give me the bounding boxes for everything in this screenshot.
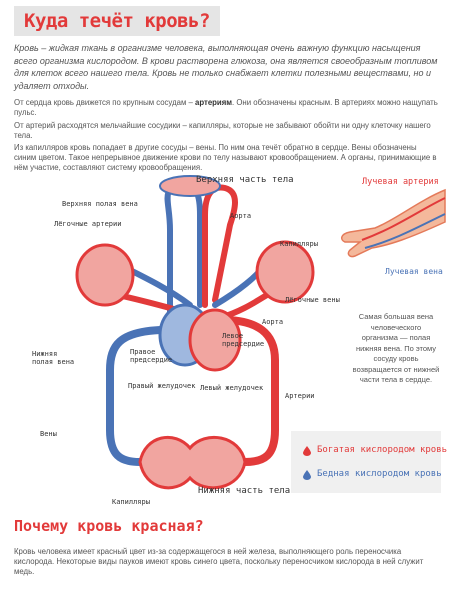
label-veins: Вены <box>40 430 57 438</box>
aorta-upper <box>202 184 238 308</box>
label-right-atrium: Правое предсердие <box>130 348 173 364</box>
paragraph-arteries: От сердца кровь движется по крупным сосу… <box>14 98 438 117</box>
lung-left <box>75 243 135 307</box>
blue-drop-icon <box>303 470 311 480</box>
label-capillaries-top: Капилляры <box>280 240 318 248</box>
bottom-paragraph: Кровь человека имеет красный цвет из-за … <box>14 547 424 576</box>
label-upper-body: Верхняя часть тела <box>196 175 294 185</box>
section-title: Почему кровь красная? <box>14 517 204 535</box>
red-drop-icon <box>303 446 311 456</box>
radial-vein-line <box>364 213 446 249</box>
capillaries-upper-body <box>159 175 221 197</box>
paragraph-capillaries: От артерий расходятся мельчайшие сосудик… <box>14 121 431 140</box>
label-arteries: Артерии <box>285 392 315 400</box>
heart-left-side <box>188 308 242 372</box>
paragraph-veins: Из капилляров кровь попадает в другие со… <box>14 143 437 172</box>
arm-illustration <box>341 188 446 258</box>
label-right-ventricle: Правый желудочек <box>128 382 196 390</box>
page-title: Куда течёт кровь? <box>14 6 220 36</box>
artery-right-loop <box>211 315 279 466</box>
label-aorta-top: Аорта <box>230 212 252 220</box>
intro-paragraph: Кровь – жидкая ткань в организме человек… <box>14 43 438 91</box>
legend: Богатая кислородом кровь Бедная кислород… <box>291 431 447 493</box>
side-note: Самая большая вена человеческого организ… <box>352 312 440 384</box>
label-radial-artery: Лучевая артерия <box>362 177 439 187</box>
label-pulmonary-arteries: Лёгочные артерии <box>54 220 122 228</box>
label-radial-vein: Лучевая вена <box>385 267 443 276</box>
label-capillaries-bottom: Капилляры <box>112 498 150 506</box>
label-pulmonary-veins: Лёгочные вены <box>285 296 340 304</box>
vein-left-loop <box>106 326 164 466</box>
label-left-atrium: Левое предсердие <box>222 332 265 348</box>
capillaries-lower-body <box>138 435 247 490</box>
label-left-ventricle: Левый желудочек <box>200 384 264 392</box>
lung-right <box>255 240 315 304</box>
radial-artery-line <box>361 197 446 241</box>
label-inferior-vena-cava: Нижняя полая вена <box>32 350 75 366</box>
label-aorta-mid: Аорта <box>262 318 284 326</box>
label-lower-body: Нижняя часть тела <box>198 486 291 496</box>
label-superior-vena-cava: Верхняя полая вена <box>62 200 138 208</box>
